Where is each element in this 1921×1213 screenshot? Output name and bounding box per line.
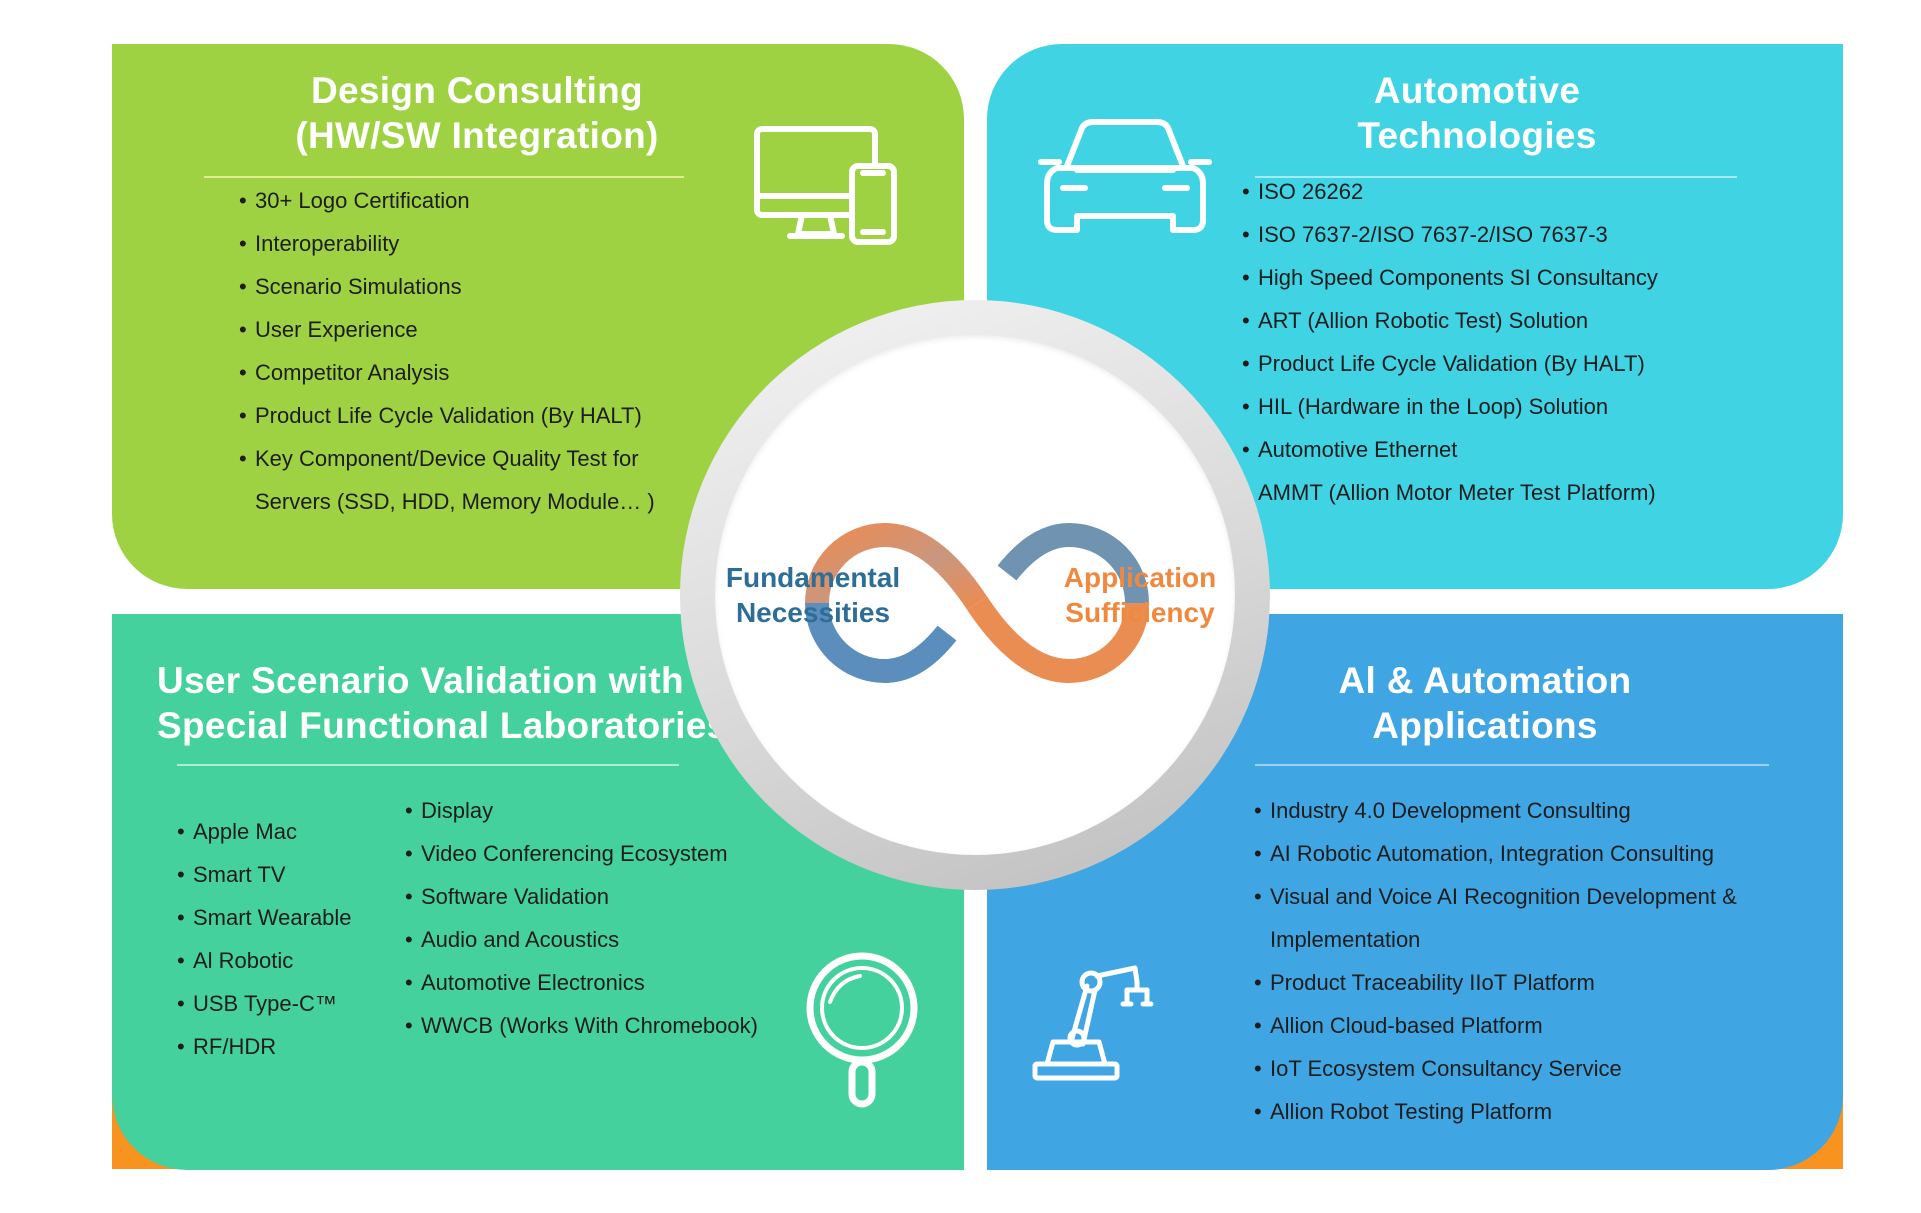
robotic-arm-icon xyxy=(1032,965,1154,1081)
title-divider xyxy=(1255,764,1769,766)
user-scenario-title: User Scenario Validation with Special Fu… xyxy=(157,658,728,748)
title-line: Special Functional Laboratories xyxy=(157,705,728,746)
car-icon xyxy=(1038,119,1212,233)
title-line: Applications xyxy=(1372,705,1598,746)
list-item: Scenario Simulations xyxy=(239,265,655,308)
list-item: USB Type-C™ xyxy=(177,982,352,1025)
title-line: (HW/SW Integration) xyxy=(295,115,659,156)
list-item: Software Validation xyxy=(405,875,758,918)
list-item: User Experience xyxy=(239,308,655,351)
design-consulting-list: 30+ Logo Certification Interoperability … xyxy=(239,179,655,523)
design-consulting-title: Design Consulting (HW/SW Integration) xyxy=(267,68,687,158)
title-line: Design Consulting xyxy=(311,70,643,111)
automotive-title: Automotive Technologies xyxy=(1267,68,1687,158)
list-item: Key Component/Device Quality Test for xyxy=(239,437,655,480)
list-item: Automotive Electronics xyxy=(405,961,758,1004)
title-line: Technologies xyxy=(1357,115,1597,156)
list-item: ISO 7637-2/ISO 7637-2/ISO 7637-3 xyxy=(1242,213,1658,256)
list-item: Audio and Acoustics xyxy=(405,918,758,961)
automotive-list: ISO 26262 ISO 7637-2/ISO 7637-2/ISO 7637… xyxy=(1242,170,1658,514)
list-item: Apple Mac xyxy=(177,810,352,853)
title-divider xyxy=(204,176,684,178)
list-item: Allion Robot Testing Platform xyxy=(1254,1090,1737,1133)
application-sufficiency-label: Application Sufficiency xyxy=(1050,560,1230,630)
list-item: Product Life Cycle Validation (By HALT) xyxy=(239,394,655,437)
fundamental-necessities-label: Fundamental Necessities xyxy=(723,560,903,630)
list-item: ART (Allion Robotic Test) Solution xyxy=(1242,299,1658,342)
list-item: AMMT (Allion Motor Meter Test Platform) xyxy=(1242,471,1658,514)
infinity-icon xyxy=(805,522,1149,684)
list-item: WWCB (Works With Chromebook) xyxy=(405,1004,758,1047)
title-divider xyxy=(177,764,679,766)
list-item: IoT Ecosystem Consultancy Service xyxy=(1254,1047,1737,1090)
list-item: High Speed Components SI Consultancy xyxy=(1242,256,1658,299)
list-item: HIL (Hardware in the Loop) Solution xyxy=(1242,385,1658,428)
list-item: Product Traceability IIoT Platform xyxy=(1254,961,1737,1004)
title-line: Automotive xyxy=(1373,70,1581,111)
list-item: Automotive Ethernet xyxy=(1242,428,1658,471)
ai-automation-panel: Al & Automation Applications Industry 4.… xyxy=(987,614,1843,1170)
list-item: Al Robotic xyxy=(177,939,352,982)
ai-automation-title: Al & Automation Applications xyxy=(1265,658,1705,748)
list-item-continuation: Servers (SSD, HDD, Memory Module… ) xyxy=(255,489,655,514)
center-label-line: Sufficiency xyxy=(1065,597,1215,628)
list-item: Industry 4.0 Development Consulting xyxy=(1254,789,1737,832)
center-label-line: Necessities xyxy=(735,597,891,628)
list-item-continuation: Implementation xyxy=(1270,927,1421,952)
desktop-and-phone-icon xyxy=(754,126,897,245)
title-line: User Scenario Validation with xyxy=(157,660,684,701)
list-item: Smart TV xyxy=(177,853,352,896)
magnifier-icon xyxy=(806,952,918,1108)
list-item: Interoperability xyxy=(239,222,655,265)
list-item: Product Life Cycle Validation (By HALT) xyxy=(1242,342,1658,385)
list-item: 30+ Logo Certification xyxy=(239,179,655,222)
list-item: ISO 26262 xyxy=(1242,170,1658,213)
center-circle: Fundamental Necessities Application Suff… xyxy=(715,335,1235,855)
list-item: Competitor Analysis xyxy=(239,351,655,394)
list-item: RF/HDR xyxy=(177,1025,352,1068)
list-item: Allion Cloud-based Platform xyxy=(1254,1004,1737,1047)
list-item: AI Robotic Automation, Integration Consu… xyxy=(1254,832,1737,875)
center-label-line: Fundamental xyxy=(725,562,901,593)
user-scenario-list-left: Apple Mac Smart TV Smart Wearable Al Rob… xyxy=(177,810,352,1068)
list-item: Visual and Voice AI Recognition Developm… xyxy=(1254,875,1737,918)
center-label-line: Application xyxy=(1063,562,1217,593)
title-line: Al & Automation xyxy=(1338,660,1632,701)
user-scenario-panel: User Scenario Validation with Special Fu… xyxy=(112,614,964,1170)
ai-automation-list: Industry 4.0 Development Consulting AI R… xyxy=(1254,789,1737,1133)
user-scenario-list-right: Display Video Conferencing Ecosystem Sof… xyxy=(405,789,758,1047)
list-item: Display xyxy=(405,789,758,832)
list-item: Video Conferencing Ecosystem xyxy=(405,832,758,875)
list-item: Smart Wearable xyxy=(177,896,352,939)
